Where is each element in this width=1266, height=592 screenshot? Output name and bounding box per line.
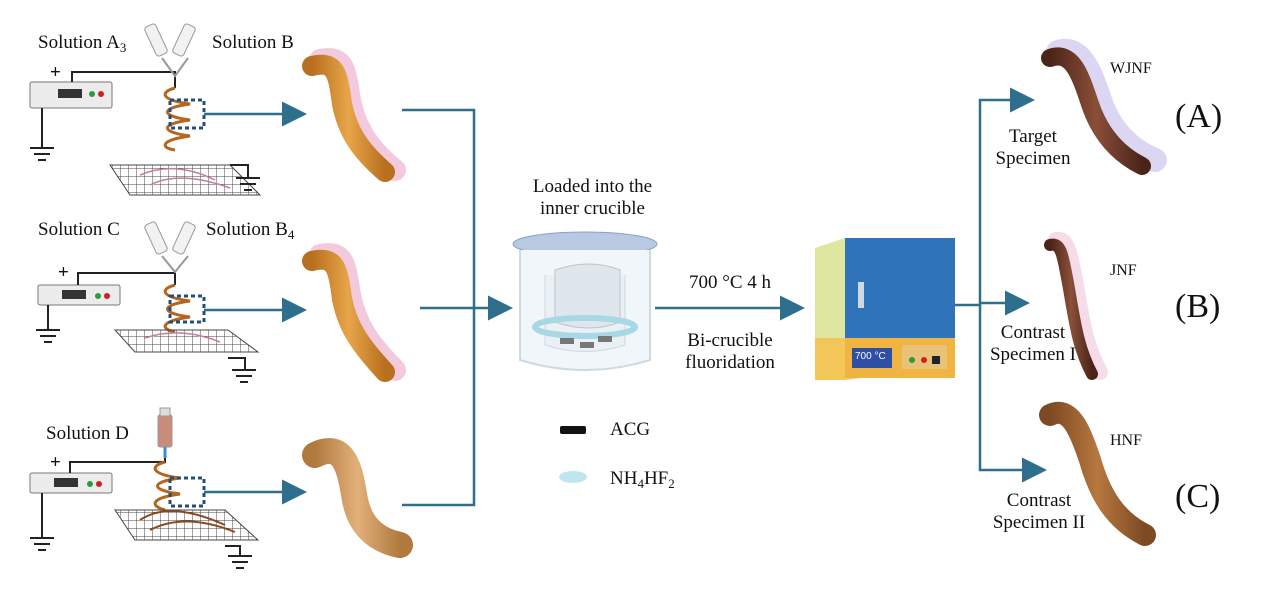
syringe-icon <box>157 407 173 458</box>
solid-fiber-row3 <box>302 438 413 558</box>
jet-spiral-icon <box>163 283 191 334</box>
output-b-tag: (B) <box>1175 288 1221 325</box>
spinning-setup-row1 <box>29 23 262 196</box>
ground-icon <box>36 305 60 343</box>
jnf-fiber <box>1044 231 1108 380</box>
output-b-name: JNF <box>1110 262 1137 279</box>
row1-plus-sign: + <box>50 62 61 83</box>
row2-plus-sign: + <box>58 262 69 283</box>
ground-icon <box>30 108 54 161</box>
jet-spiral-icon <box>153 460 181 512</box>
row2-right-solution-label: Solution B4 <box>206 219 295 242</box>
furnace-icon <box>815 238 955 380</box>
output-a-name: WJNF <box>1110 60 1152 77</box>
spinning-setup-row2 <box>36 221 260 383</box>
output-a-tag: (A) <box>1175 98 1223 135</box>
janus-fiber-row1 <box>302 48 406 182</box>
output-c-name: HNF <box>1110 432 1143 449</box>
spinning-setup-row3 <box>29 407 260 569</box>
furnace-display: 700 °C <box>855 351 886 362</box>
acg-legend-swatch <box>560 426 586 434</box>
ground-icon <box>30 493 54 551</box>
flow-arrows <box>204 87 1047 507</box>
nh4hf2-legend-swatch <box>559 471 587 483</box>
syringe-icon <box>144 221 196 274</box>
row3-solution-label: Solution D <box>46 423 129 444</box>
wjnf-fiber <box>1041 38 1167 175</box>
output-c-tag: (C) <box>1175 478 1221 515</box>
row1-left-solution-label: Solution A3 <box>38 32 127 55</box>
process-condition: 700 °C 4 h <box>688 272 772 293</box>
row3-plus-sign: + <box>50 452 61 473</box>
collector-icon <box>114 509 260 541</box>
row2-left-solution-label: Solution C <box>38 219 120 240</box>
hnf-fiber <box>1039 401 1156 546</box>
legend-acg-label: ACG <box>610 419 651 440</box>
legend-nh4hf2-label: NH4HF2 <box>610 468 675 491</box>
janus-fiber-row2 <box>302 243 406 382</box>
bi-crucible-icon <box>512 231 658 371</box>
row1-right-solution-label: Solution B <box>212 32 294 53</box>
syringe-icon <box>144 23 196 78</box>
